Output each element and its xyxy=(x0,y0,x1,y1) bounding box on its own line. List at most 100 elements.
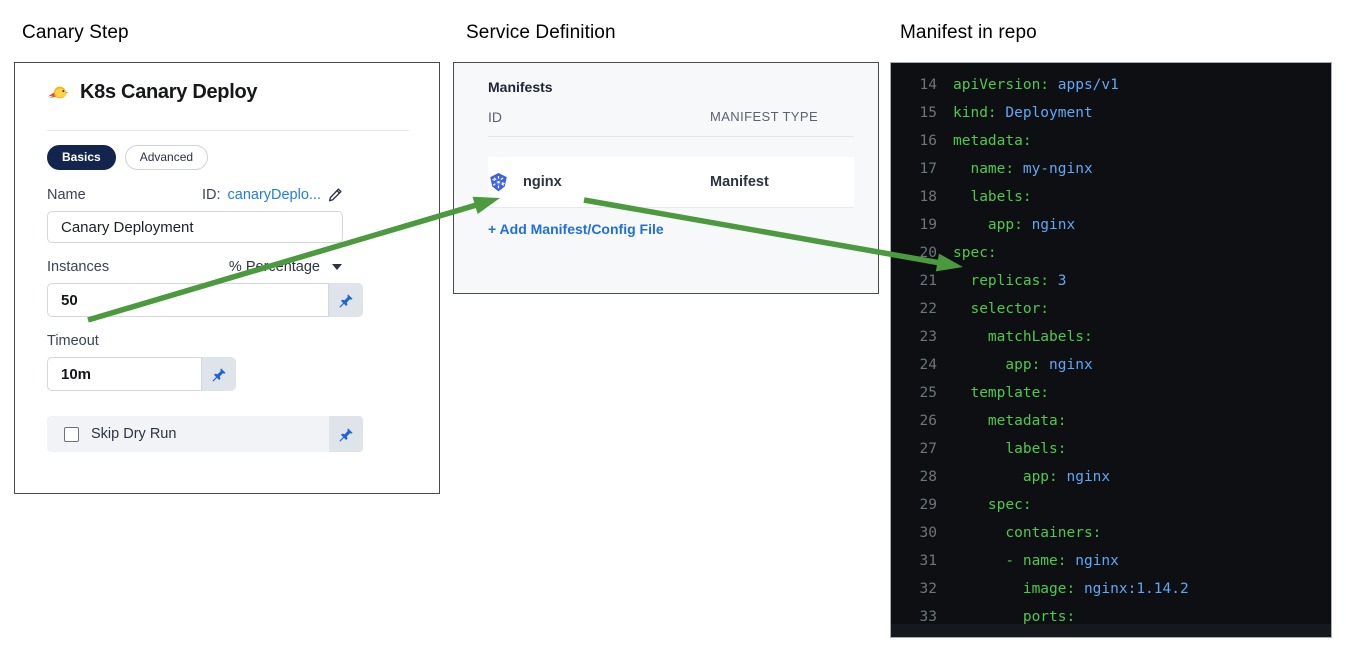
kubernetes-icon xyxy=(488,172,509,193)
card-header: K8s Canary Deploy xyxy=(47,81,258,104)
manifest-id-cell: nginx xyxy=(488,172,710,193)
code-line: 32 image: nginx:1.14.2 xyxy=(891,575,1331,603)
tab-basics[interactable]: Basics xyxy=(47,145,116,170)
code-text: app: nginx xyxy=(953,357,1093,373)
line-number: 21 xyxy=(919,273,937,289)
manifests-section-title: Manifests xyxy=(488,79,553,95)
code-text: metadata: xyxy=(953,413,1067,429)
code-text: labels: xyxy=(953,189,1032,205)
manifest-type-value: Manifest xyxy=(710,174,769,190)
card-title: K8s Canary Deploy xyxy=(80,81,258,103)
line-number: 26 xyxy=(919,413,937,429)
instances-unit-dropdown[interactable]: % Percentage xyxy=(229,259,342,275)
code-text: - name: nginx xyxy=(953,553,1119,569)
code-line: 14 apiVersion: apps/v1 xyxy=(891,71,1331,99)
instances-input[interactable]: 50 xyxy=(47,283,329,317)
line-number: 23 xyxy=(919,329,937,345)
manifests-section: Manifests ID MANIFEST TYPE xyxy=(488,63,878,293)
line-number: 30 xyxy=(919,525,937,541)
table-header-divider xyxy=(488,136,854,137)
tab-group: Basics Advanced xyxy=(47,145,209,170)
code-line: 29 spec: xyxy=(891,491,1331,519)
code-text: apiVersion: apps/v1 xyxy=(953,77,1119,93)
instances-field-header: Instances % Percentage xyxy=(47,259,342,275)
pencil-icon[interactable] xyxy=(328,188,342,202)
line-number: 24 xyxy=(919,357,937,373)
line-number: 32 xyxy=(919,581,937,597)
code-line: 21 replicas: 3 xyxy=(891,267,1331,295)
add-manifest-config-file-link[interactable]: + Add Manifest/Config File xyxy=(488,221,664,237)
instances-label: Instances xyxy=(47,259,110,275)
code-line: 24 app: nginx xyxy=(891,351,1331,379)
column-header-manifest-type: MANIFEST TYPE xyxy=(710,109,819,124)
code-line: 15 kind: Deployment xyxy=(891,99,1331,127)
code-text: containers: xyxy=(953,525,1102,541)
code-text: replicas: 3 xyxy=(953,273,1067,289)
code-text: selector: xyxy=(953,301,1050,317)
manifest-id-value: nginx xyxy=(523,174,562,190)
line-number: 19 xyxy=(919,217,937,233)
code-text: kind: Deployment xyxy=(953,105,1093,121)
code-line: 18 labels: xyxy=(891,183,1331,211)
step-id-prefix: ID: xyxy=(201,187,221,203)
table-row[interactable]: nginx Manifest xyxy=(488,157,854,208)
column-title-canary-step: Canary Step xyxy=(22,22,129,43)
step-id-value[interactable]: canaryDeplo... xyxy=(227,187,322,203)
code-line: 17 name: my-nginx xyxy=(891,155,1331,183)
code-line: 27 labels: xyxy=(891,435,1331,463)
code-text: template: xyxy=(953,385,1050,401)
column-title-service-definition: Service Definition xyxy=(466,22,616,43)
skip-dry-run-row[interactable]: Skip Dry Run xyxy=(47,416,363,452)
code-line: 25 template: xyxy=(891,379,1331,407)
code-line: 19 app: nginx xyxy=(891,211,1331,239)
line-number: 25 xyxy=(919,385,937,401)
column-title-manifest-in-repo: Manifest in repo xyxy=(900,22,1037,43)
line-number: 20 xyxy=(919,245,937,261)
line-number: 15 xyxy=(919,105,937,121)
tab-advanced[interactable]: Advanced xyxy=(124,145,209,170)
line-number: 28 xyxy=(919,469,937,485)
name-label: Name xyxy=(47,187,86,203)
code-text: matchLabels: xyxy=(953,329,1093,345)
code-line: 31 - name: nginx xyxy=(891,547,1331,575)
code-horizontal-scrollbar[interactable] xyxy=(891,624,1331,637)
service-definition-card: Manifests ID MANIFEST TYPE xyxy=(453,62,879,294)
name-field-header: Name ID: canaryDeplo... xyxy=(47,187,342,203)
line-number: 33 xyxy=(919,609,937,625)
line-number: 18 xyxy=(919,189,937,205)
name-input[interactable]: Canary Deployment xyxy=(47,211,343,243)
pushpin-icon[interactable] xyxy=(202,357,236,391)
step-id-group: ID: canaryDeplo... xyxy=(202,187,342,203)
column-header-id: ID xyxy=(488,109,502,125)
code-text: name: my-nginx xyxy=(953,161,1093,177)
instances-unit-value: % Percentage xyxy=(228,259,320,275)
code-line: 23 matchLabels: xyxy=(891,323,1331,351)
instances-input-group: 50 xyxy=(47,283,363,317)
header-divider xyxy=(47,130,409,131)
timeout-input[interactable]: 10m xyxy=(47,357,202,391)
canary-step-card: K8s Canary Deploy Basics Advanced Name I… xyxy=(14,62,440,494)
skip-dry-run-checkbox[interactable] xyxy=(64,426,79,442)
code-text: app: nginx xyxy=(953,469,1111,485)
manifests-table-header: ID MANIFEST TYPE xyxy=(488,109,854,125)
code-line: 30 containers: xyxy=(891,519,1331,547)
line-number: 16 xyxy=(919,133,937,149)
pushpin-icon[interactable] xyxy=(329,283,363,317)
code-text: spec: xyxy=(953,497,1032,513)
code-text: app: nginx xyxy=(953,217,1076,233)
timeout-label: Timeout xyxy=(47,333,99,349)
code-text: image: nginx:1.14.2 xyxy=(953,581,1189,597)
code-text: labels: xyxy=(953,441,1067,457)
code-text: spec: xyxy=(953,245,997,261)
line-number: 14 xyxy=(919,77,937,93)
line-number: 31 xyxy=(919,553,937,569)
line-number: 27 xyxy=(919,441,937,457)
line-number: 29 xyxy=(919,497,937,513)
code-text: ports: xyxy=(953,609,1076,625)
chevron-down-icon xyxy=(332,264,342,270)
line-number: 17 xyxy=(919,161,937,177)
pushpin-icon[interactable] xyxy=(329,416,363,452)
code-line: 33 ports: xyxy=(891,603,1331,631)
